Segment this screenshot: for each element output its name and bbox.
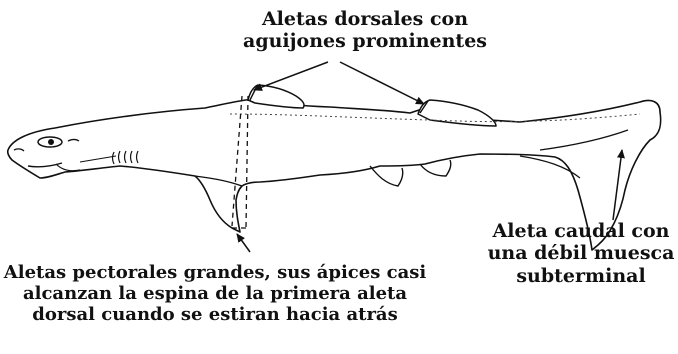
gill-slits [111, 150, 139, 165]
lateral-line [229, 113, 641, 123]
second-dorsal-fin [417, 99, 497, 127]
pupil [48, 139, 54, 145]
callout-arrows [236, 61, 625, 253]
pectoral-dorsal-reference-bracket [231, 95, 249, 229]
labial-fold [55, 163, 81, 172]
dorsal-arrow-2 [339, 61, 425, 105]
dorsal-arrow-1 [253, 61, 329, 91]
anal-fin [419, 159, 452, 177]
head-profile [79, 155, 117, 163]
caudal-notch-line [539, 129, 629, 151]
shark-body-outline [6, 98, 662, 251]
pectoral-fin-base [194, 175, 243, 187]
nostril [13, 148, 25, 152]
pectoral-fins-label: Aletas pectorales grandes, sus ápices ca… [3, 262, 427, 326]
second-dorsal-spine [419, 100, 429, 114]
caudal-fin-label: Aleta caudal con una débil muesca subter… [487, 220, 675, 287]
spiracle [67, 138, 80, 142]
caudal-lower-lobe [519, 155, 581, 179]
mouth [27, 162, 63, 168]
dorsal-fins-label: Aletas dorsales con aguijones prominente… [243, 8, 487, 53]
pectoral-arrow [236, 233, 251, 253]
pelvic-fin [369, 165, 404, 187]
caudal-arrow [612, 149, 625, 221]
